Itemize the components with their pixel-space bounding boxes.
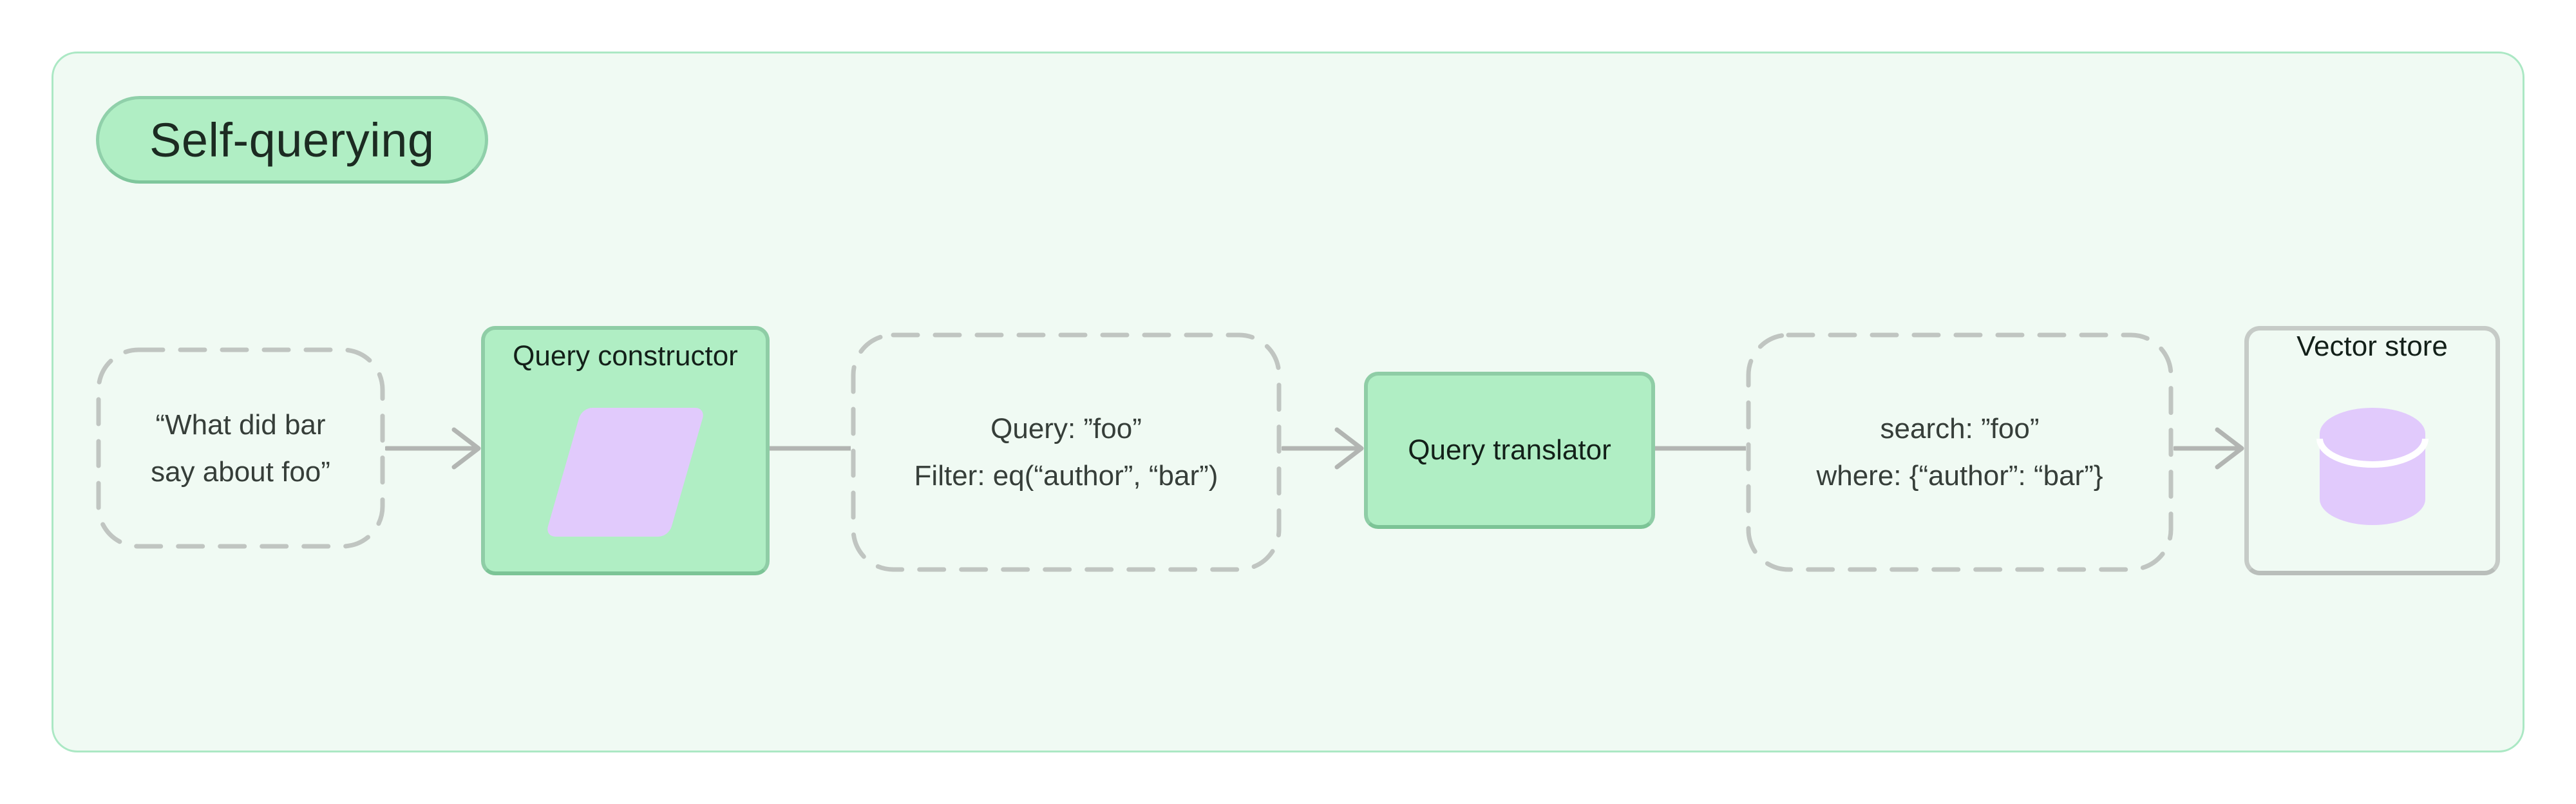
translated-query-line1: search: ”foo” bbox=[1880, 413, 2040, 445]
node-vector-store: Vector store bbox=[2244, 326, 2500, 575]
node-structured-query: Query: ”foo” Filter: eq(“author”, “bar”) bbox=[851, 332, 1282, 572]
user-question-line2: say about foo” bbox=[151, 455, 330, 488]
vector-store-label: Vector store bbox=[2297, 330, 2448, 362]
user-question-line1: “What did bar bbox=[155, 408, 326, 441]
structured-query-line2: Filter: eq(“author”, “bar”) bbox=[914, 460, 1218, 492]
diagram-title-badge: Self-querying bbox=[96, 96, 488, 184]
node-query-translator: Query translator bbox=[1364, 372, 1655, 529]
translated-query-line2: where: {“author”: “bar”} bbox=[1816, 460, 2103, 492]
dashed-border bbox=[96, 347, 385, 549]
dashed-border bbox=[1746, 332, 2174, 572]
database-icon bbox=[2316, 407, 2429, 525]
flow-line bbox=[1655, 423, 1746, 474]
node-translated-query: search: ”foo” where: {“author”: “bar”} bbox=[1746, 332, 2174, 572]
arrow-right-icon bbox=[2174, 423, 2244, 474]
self-querying-panel: Self-querying “What did bar say about fo… bbox=[52, 52, 2524, 752]
flow-line bbox=[770, 423, 851, 474]
parallelogram-icon bbox=[545, 407, 706, 537]
query-constructor-label: Query constructor bbox=[513, 340, 738, 372]
node-user-question: “What did bar say about foo” bbox=[96, 347, 385, 549]
arrow-right-icon bbox=[1282, 423, 1364, 474]
node-query-constructor: Query constructor bbox=[481, 326, 770, 575]
structured-query-line1: Query: ”foo” bbox=[990, 413, 1142, 445]
query-translator-label: Query translator bbox=[1408, 434, 1611, 466]
diagram-title: Self-querying bbox=[149, 113, 435, 167]
arrow-right-icon bbox=[385, 423, 481, 474]
dashed-border bbox=[851, 332, 1282, 572]
